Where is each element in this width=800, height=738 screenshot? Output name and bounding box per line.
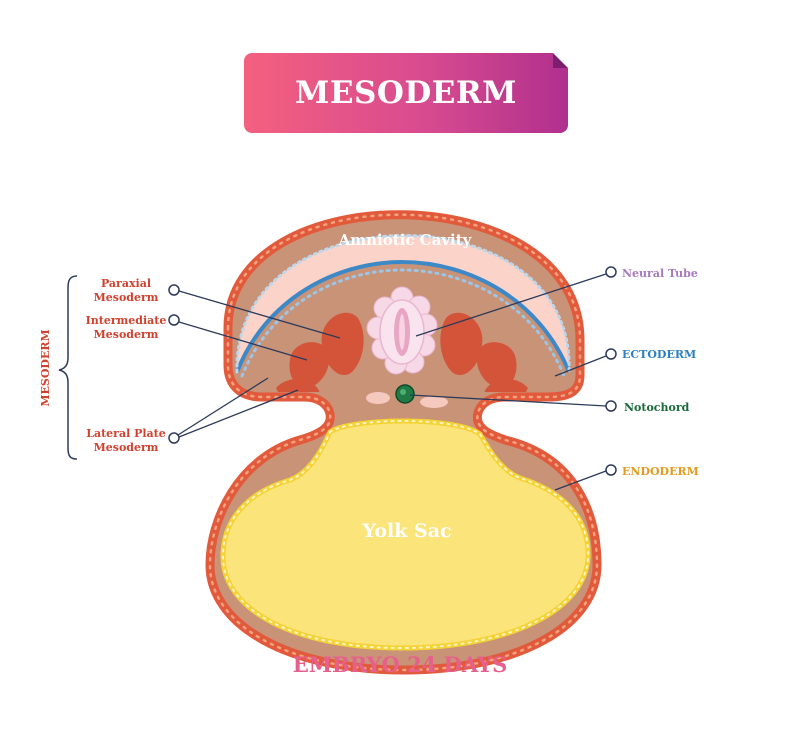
- title-text: MESODERM: [295, 75, 517, 111]
- left-lateral-plate-mesoderm: [276, 379, 320, 392]
- neural-tube: [366, 286, 438, 375]
- intermediate-label-line2: Mesoderm: [94, 328, 159, 341]
- label-neural-tube: Neural Tube: [415, 266, 698, 337]
- amniotic-cavity-label: Amniotic Cavity: [338, 231, 473, 249]
- paraxial-label-line2: Mesoderm: [94, 291, 159, 304]
- ectoderm-layer-dots: [240, 268, 566, 378]
- amniotic-cavity: [235, 234, 571, 378]
- ectoderm-pointer-line: [554, 355, 607, 377]
- pink-cell-right: [420, 396, 448, 408]
- paraxial-pointer-dot: [168, 284, 180, 296]
- label-notochord: Notochord: [409, 394, 690, 414]
- yolk-sac-label: Yolk Sac: [361, 520, 451, 542]
- mesoderm-bracket-label: MESODERM: [39, 329, 52, 406]
- left-intermediate-mesoderm: [289, 342, 330, 388]
- mesoderm-masses: [276, 312, 528, 392]
- amnion-inner-layer: [235, 234, 571, 374]
- endoderm-layer-dots: [221, 420, 590, 650]
- intermediate-label-line1: Intermediate: [86, 314, 167, 327]
- caption: EMBRYO 24 DAYS: [292, 652, 508, 677]
- intermediate-pointer-line: [178, 321, 308, 361]
- neural-tube-label: Neural Tube: [622, 267, 698, 280]
- embryo-outer-membrane-dots: [208, 213, 599, 672]
- neural-tube-pointer-line: [415, 273, 607, 337]
- paraxial-pointer-line: [178, 290, 341, 339]
- label-ectoderm: ECTODERM: [554, 348, 696, 377]
- mesoderm-bracket-line: [58, 275, 78, 460]
- label-intermediate-mesoderm: Intermediate Mesoderm: [86, 314, 308, 361]
- endoderm-pointer-line: [554, 470, 607, 491]
- ectoderm-label: ECTODERM: [622, 348, 696, 361]
- pink-cell-left: [366, 392, 390, 404]
- title-banner-fold: [553, 53, 568, 68]
- mesoderm-bracket: MESODERM: [39, 275, 78, 460]
- neural-tube-pointer-dot: [605, 266, 617, 278]
- title-banner: MESODERM: [244, 53, 568, 133]
- lateral-plate-pointer-line-lower: [178, 389, 299, 438]
- yolk-sac: [220, 418, 591, 651]
- notochord-region: [366, 384, 448, 408]
- notochord-highlight: [400, 389, 406, 395]
- intermediate-pointer-dot: [168, 314, 180, 326]
- left-paraxial-mesoderm: [321, 312, 364, 376]
- endoderm-pointer-dot: [605, 464, 617, 476]
- label-paraxial-mesoderm: Paraxial Mesoderm: [94, 277, 341, 339]
- label-endoderm: ENDODERM: [554, 464, 699, 491]
- lateral-plate-pointer-dot: [168, 432, 180, 444]
- ectoderm-pointer-dot: [605, 348, 617, 360]
- paraxial-label-line1: Paraxial: [101, 277, 151, 290]
- label-lateral-plate-mesoderm: Lateral Plate Mesoderm: [86, 377, 299, 454]
- right-intermediate-mesoderm: [476, 342, 517, 388]
- lateral-plate-label-line1: Lateral Plate: [86, 427, 166, 440]
- notochord-pointer-dot: [605, 400, 617, 412]
- lateral-plate-label-line2: Mesoderm: [94, 441, 159, 454]
- notochord-label: Notochord: [624, 401, 690, 414]
- endoderm-label: ENDODERM: [622, 465, 699, 478]
- ectoderm-layer: [235, 259, 571, 373]
- notochord-pointer-line: [409, 394, 607, 407]
- lateral-plate-pointer-line-upper: [177, 377, 269, 436]
- right-lateral-plate-mesoderm: [484, 379, 528, 392]
- neural-tube-lumen-core: [399, 314, 405, 350]
- amniotic-cavity-fill: [236, 235, 570, 372]
- right-paraxial-mesoderm: [440, 312, 483, 376]
